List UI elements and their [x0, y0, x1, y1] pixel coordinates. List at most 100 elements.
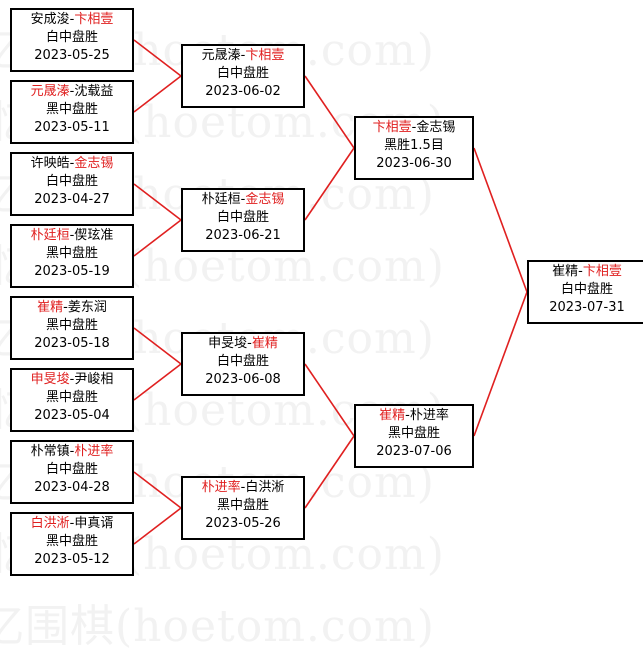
player-1[interactable]: 朴常镇: [30, 444, 70, 459]
connector-line: [133, 75, 182, 113]
player-separator: -: [69, 12, 75, 27]
player-separator: -: [69, 372, 75, 387]
match-result: 黑中盘胜: [45, 246, 98, 261]
player-1[interactable]: 白洪淅: [30, 516, 70, 531]
player-2[interactable]: 金志锡: [245, 192, 285, 207]
player-1[interactable]: 崔精: [37, 300, 64, 315]
player-separator: -: [69, 84, 75, 99]
match-date: 2023-07-06: [376, 444, 452, 459]
player-separator: -: [69, 516, 75, 531]
match-result: 白中盘胜: [45, 30, 98, 45]
player-1[interactable]: 崔精: [552, 264, 579, 279]
match-date: 2023-06-30: [376, 156, 452, 171]
player-2[interactable]: 申真谞: [74, 516, 114, 531]
player-2[interactable]: 白洪淅: [245, 480, 285, 495]
player-1[interactable]: 安成浚: [30, 12, 70, 27]
match-box[interactable]: 崔精-姜东润黑中盘胜 2023-05-18: [10, 296, 134, 360]
player-2[interactable]: 卞相壹: [245, 48, 285, 63]
match-result: 黑中盘胜: [45, 390, 98, 405]
match-date: 2023-04-28: [34, 480, 110, 495]
bracket-lines: [133, 39, 528, 545]
player-2[interactable]: 朴进率: [409, 408, 449, 423]
match-date: 2023-06-08: [205, 372, 281, 387]
connector-line: [133, 39, 182, 77]
connector-line: [133, 183, 182, 221]
match-date: 2023-06-02: [205, 84, 281, 99]
player-separator: -: [69, 156, 75, 171]
connector-line: [133, 471, 182, 509]
connector-line: [473, 147, 528, 293]
match-date: 2023-06-21: [205, 228, 281, 243]
match-result: 黑中盘胜: [45, 318, 98, 333]
player-separator: -: [69, 228, 75, 243]
match-date: 2023-05-18: [34, 336, 110, 351]
player-2[interactable]: 朴进率: [74, 444, 114, 459]
match-players: 崔精-朴进率: [356, 407, 472, 425]
player-1[interactable]: 朴廷桓: [201, 192, 241, 207]
player-separator: -: [247, 336, 252, 351]
player-1[interactable]: 卞相壹: [372, 120, 412, 135]
connector-line: [304, 435, 355, 509]
player-separator: -: [578, 264, 583, 279]
player-separator: -: [240, 480, 246, 495]
watermark-text: 忆围棋(hoetom.com): [0, 601, 435, 652]
match-players: 朴廷桓-金志锡: [183, 191, 303, 209]
match-box[interactable]: 安成浚-卞相壹白中盘胜 2023-05-25: [10, 8, 134, 72]
player-separator: -: [240, 192, 246, 207]
player-1[interactable]: 申旻埈: [208, 336, 248, 351]
player-1[interactable]: 元晟溱: [201, 48, 241, 63]
player-2[interactable]: 金志锡: [416, 120, 456, 135]
match-result: 白中盘胜: [45, 462, 98, 477]
match-players: 许映皓-金志锡: [12, 155, 132, 173]
player-2[interactable]: 姜东润: [67, 300, 107, 315]
player-2[interactable]: 卞相壹: [582, 264, 622, 279]
connector-line: [304, 75, 355, 149]
player-2[interactable]: 偰玹准: [74, 228, 114, 243]
match-players: 申旻埈-崔精: [183, 335, 303, 353]
player-2[interactable]: 崔精: [251, 336, 278, 351]
match-players: 卞相壹-金志锡: [356, 119, 472, 137]
connector-line: [304, 363, 355, 437]
connector-line: [133, 507, 182, 545]
match-date: 2023-05-25: [34, 48, 110, 63]
match-players: 朴常镇-朴进率: [12, 443, 132, 461]
player-2[interactable]: 卞相壹: [74, 12, 114, 27]
match-date: 2023-05-11: [34, 120, 110, 135]
player-separator: -: [405, 408, 410, 423]
player-1[interactable]: 许映皓: [30, 156, 70, 171]
match-date: 2023-05-12: [34, 552, 110, 567]
player-2[interactable]: 沈载益: [74, 84, 114, 99]
match-result: 黑中盘胜: [387, 426, 440, 441]
player-1[interactable]: 元晟溱: [30, 84, 70, 99]
player-separator: -: [411, 120, 417, 135]
player-2[interactable]: 金志锡: [74, 156, 114, 171]
player-1[interactable]: 申旻埈: [30, 372, 70, 387]
match-result: 白中盘胜: [216, 66, 269, 81]
match-players: 崔精-卞相壹: [529, 263, 643, 281]
player-separator: -: [69, 444, 75, 459]
match-players: 申旻埈-尹峻相: [12, 371, 132, 389]
player-separator: -: [63, 300, 68, 315]
player-2[interactable]: 尹峻相: [74, 372, 114, 387]
match-result: 黑中盘胜: [216, 498, 269, 513]
match-players: 元晟溱-沈载益: [12, 83, 132, 101]
player-1[interactable]: 朴进率: [201, 480, 241, 495]
match-players: 朴进率-白洪淅: [183, 479, 303, 497]
match-result: 白中盘胜: [216, 210, 269, 225]
match-result: 黑中盘胜: [45, 102, 98, 117]
player-1[interactable]: 崔精: [379, 408, 406, 423]
player-1[interactable]: 朴廷桓: [30, 228, 70, 243]
